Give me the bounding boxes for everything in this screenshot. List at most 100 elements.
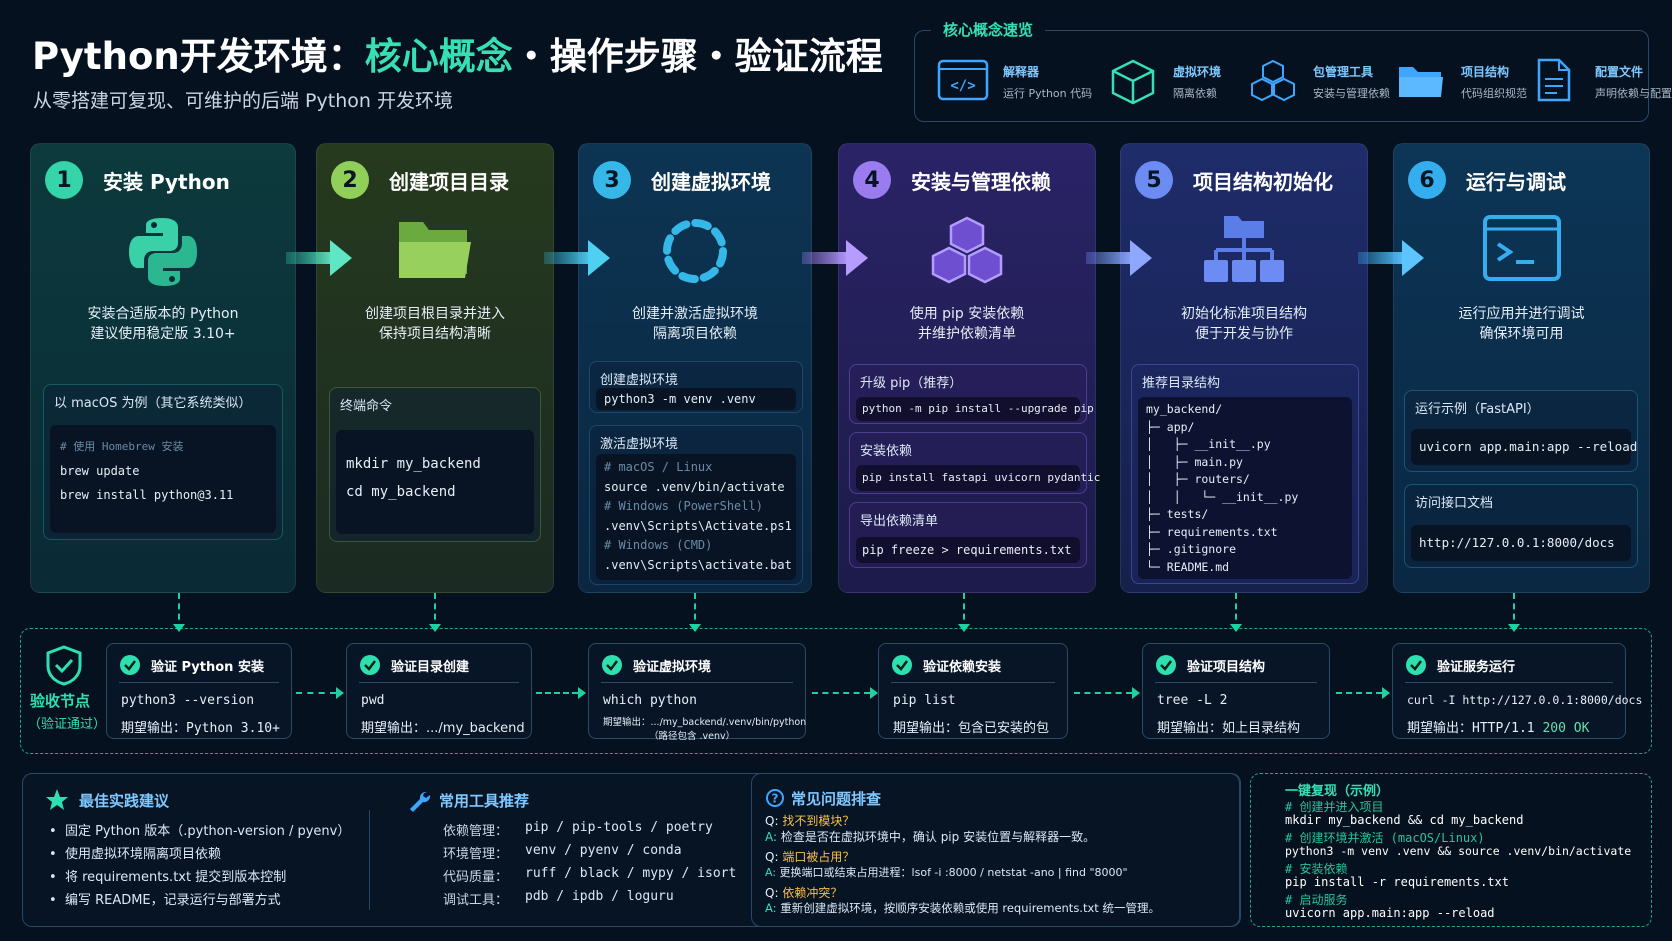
- code-block: pip install fastapi uvicorn pydantic: [856, 465, 1100, 491]
- document-icon: [1537, 58, 1571, 102]
- faq-title: 常见问题排查: [791, 790, 882, 808]
- divider: [369, 810, 370, 910]
- box-title: 激活虚拟环境: [600, 437, 679, 452]
- step-5-card: 5 项目结构初始化 初始化标准项目结构便于开发与协作 推荐目录结构 my_bac…: [1120, 143, 1368, 593]
- divider: [359, 682, 519, 683]
- step-title: 安装与管理依赖: [911, 170, 1051, 194]
- step-3-card: 3 创建虚拟环境 创建并激活虚拟环境隔离项目依赖 创建虚拟环境 python3 …: [578, 143, 812, 593]
- concept-name: 包管理工具: [1313, 65, 1374, 79]
- python-logo-icon: [129, 218, 197, 286]
- best-practice-item: • 编写 README，记录运行与部署方式: [49, 893, 281, 908]
- connector-line: [812, 692, 870, 694]
- connector-arrow: [1382, 687, 1390, 699]
- verify-expected: 期望输出：Python 3.10+: [121, 721, 280, 736]
- connector-line: [296, 692, 336, 694]
- faq-question: Q: 找不到模块？: [765, 814, 855, 828]
- step-title: 创建项目目录: [389, 170, 509, 194]
- upgrade-pip-box: 升级 pip（推荐） python -m pip install --upgra…: [849, 364, 1094, 424]
- code-block: http://127.0.0.1:8000/docs: [1411, 525, 1631, 561]
- check-circle-icon: [1156, 655, 1176, 675]
- box-title: 安装依赖: [860, 444, 913, 459]
- recommended-structure-box: 推荐目录结构 my_backend/├─ app/│ ├─ __init__.p…: [1131, 364, 1359, 584]
- reproduce-title: 一键复现（示例）: [1285, 784, 1390, 799]
- tool-list: pip / pip-tools / poetry: [525, 820, 713, 835]
- connector-line: [536, 692, 578, 694]
- concept-name: 配置文件: [1595, 65, 1644, 79]
- concept-desc: 安装与管理依赖: [1313, 87, 1390, 100]
- tips-panel: 最佳实践建议 • 固定 Python 版本（.python-version / …: [22, 773, 1241, 927]
- code-block: pip freeze > requirements.txt: [856, 537, 1080, 563]
- check-circle-icon: [120, 655, 140, 675]
- code-line: python3 -m venv .venv && source .venv/bi…: [1285, 844, 1632, 858]
- concept-name: 虚拟环境: [1173, 65, 1222, 79]
- verify-card-service: 验证服务运行 curl -I http://127.0.0.1:8000/doc…: [1392, 643, 1642, 739]
- step-description: 运行应用并进行调试确保环境可用: [1458, 306, 1585, 342]
- connector-line: [1336, 692, 1382, 694]
- check-circle-icon: [892, 655, 912, 675]
- connector-line: [1074, 692, 1132, 694]
- best-practice-item: • 固定 Python 版本（.python-version / pyenv）: [49, 824, 351, 839]
- concept-name: 项目结构: [1461, 65, 1510, 79]
- step-number: 2: [331, 161, 369, 199]
- step-number: 3: [593, 161, 631, 199]
- verify-command: tree -L 2: [1157, 693, 1228, 708]
- connector-arrow: [336, 687, 344, 699]
- package-cubes-icon: [931, 216, 1003, 284]
- verify-command: curl -I http://127.0.0.1:8000/docs: [1407, 693, 1643, 707]
- install-deps-box: 安装依赖 pip install fastapi uvicorn pydanti…: [849, 432, 1100, 494]
- verify-card-directory: 验证目录创建 pwd 期望输出：.../my_backend: [346, 643, 532, 739]
- connector-arrow: [870, 687, 878, 699]
- divider: [119, 682, 279, 683]
- tool-list: venv / pyenv / conda: [525, 843, 682, 858]
- divider: [1405, 682, 1613, 683]
- connector-arrow: [689, 624, 701, 632]
- step-description: 创建项目根目录并进入保持项目结构清晰: [365, 306, 505, 342]
- code-line: pip install -r requirements.txt: [1285, 875, 1509, 889]
- connector-line: [694, 593, 696, 630]
- arrow-right-icon: [544, 240, 610, 276]
- connector-line: [1235, 593, 1237, 630]
- code-comment: # 启动服务: [1285, 893, 1348, 907]
- verify-title: 验证项目结构: [1187, 660, 1266, 675]
- connector-line: [963, 593, 965, 630]
- connector-line: [178, 593, 180, 630]
- check-circle-icon: [360, 655, 380, 675]
- concept-name: 解释器: [1003, 65, 1040, 79]
- step-6-card: 6 运行与调试 运行应用并进行调试确保环境可用 运行示例（FastAPI） uv…: [1393, 143, 1650, 593]
- step-title: 安装 Python: [103, 170, 230, 194]
- verify-command: pip list: [893, 693, 956, 708]
- check-circle-icon: [1406, 655, 1426, 675]
- step-title: 运行与调试: [1466, 170, 1566, 194]
- box-title: 访问接口文档: [1415, 496, 1494, 511]
- connector-line: [434, 593, 436, 630]
- connector-line: [1513, 593, 1515, 630]
- directory-tree: my_backend/├─ app/│ ├─ __init__.py│ ├─ m…: [1138, 397, 1352, 579]
- verification-frame: [20, 628, 1652, 754]
- connector-arrow: [1508, 624, 1520, 632]
- faq-panel: [751, 773, 1241, 927]
- folder-icon: [1399, 67, 1443, 97]
- run-example-box: 运行示例（FastAPI） uvicorn app.main:app --rel…: [1404, 390, 1638, 472]
- wrench-icon: [410, 791, 431, 812]
- step-title: 项目结构初始化: [1193, 170, 1333, 194]
- box-title: 运行示例（FastAPI）: [1415, 402, 1540, 417]
- svg-text:?: ?: [772, 792, 779, 806]
- code-comment: # 安装依赖: [1285, 862, 1348, 876]
- step-number: 5: [1135, 161, 1173, 199]
- step-number: 4: [853, 161, 891, 199]
- verify-expected: 期望输出：包含已安装的包: [893, 721, 1050, 736]
- star-icon: [46, 789, 68, 810]
- verification-label: 验收节点: [30, 692, 91, 710]
- verify-expected: 期望输出：.../my_backend: [361, 721, 525, 736]
- box-title: 导出依赖清单: [860, 514, 939, 529]
- step-title: 创建虚拟环境: [651, 170, 771, 194]
- faq-answer: A: 检查是否在虚拟环境中，确认 pip 安装位置与解释器一致。: [765, 830, 1096, 844]
- tool-category: 调试工具：: [443, 893, 509, 908]
- verify-expected: 期望输出：HTTP/1.1 200 OK: [1407, 721, 1590, 736]
- verify-card-venv: 验证虚拟环境 which python 期望输出：.../my_backend/…: [588, 643, 806, 742]
- code-line: uvicorn app.main:app --reload: [1285, 906, 1495, 920]
